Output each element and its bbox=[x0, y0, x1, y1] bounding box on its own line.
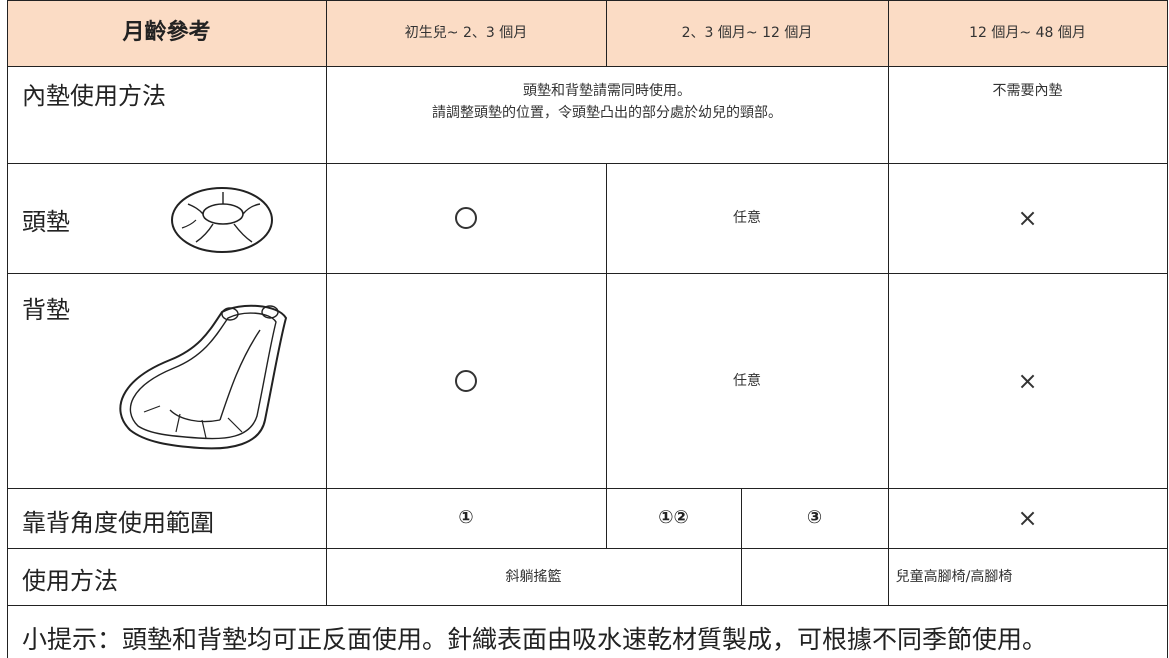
recline-infant-late: ③ bbox=[806, 507, 823, 528]
back-pad-toddler-mark: × bbox=[1017, 366, 1038, 395]
row-label-recline-range: 靠背角度使用範圍 bbox=[22, 509, 214, 537]
row-label-back-pad: 背墊 bbox=[22, 296, 70, 324]
header-col-toddler: 12 個月~ 48 個月 bbox=[969, 25, 1086, 41]
circle-mark-icon bbox=[455, 207, 477, 229]
recline-toddler-mark: × bbox=[1017, 504, 1038, 532]
header-col-infant: 2、3 個月~ 12 個月 bbox=[681, 25, 813, 41]
row-label-usage: 使用方法 bbox=[22, 567, 118, 595]
insert-method-instructions: 頭墊和背墊請需同時使用。 請調整頭墊的位置，令頭墊凸出的部分處於幼兒的頸部。 bbox=[432, 83, 782, 121]
recline-newborn: ① bbox=[458, 507, 474, 528]
usage-high-chair: 兒童高腳椅/高腳椅 bbox=[895, 568, 1013, 585]
header-col-newborn: 初生兒~ 2、3 個月 bbox=[404, 25, 528, 41]
head-pad-infant-optional: 任意 bbox=[733, 210, 761, 226]
back-pad-illustration bbox=[110, 300, 300, 460]
usage-tip: 小提示：頭墊和背墊均可正反面使用。針織表面由吸水速乾材質製成，可根據不同季節使用… bbox=[22, 625, 1048, 654]
usage-cradle: 斜躺搖籃 bbox=[505, 568, 562, 585]
recline-infant-early: ①② bbox=[658, 507, 689, 528]
row-label-insert-method: 內墊使用方法 bbox=[22, 82, 166, 110]
row-label-head-pad: 頭墊 bbox=[22, 208, 70, 236]
back-pad-newborn-mark bbox=[326, 273, 606, 488]
back-pad-infant-optional: 任意 bbox=[733, 372, 761, 389]
head-pad-illustration bbox=[168, 180, 278, 260]
insert-not-needed: 不需要內墊 bbox=[992, 83, 1063, 99]
head-pad-toddler-mark: × bbox=[1017, 204, 1038, 232]
header-age-reference: 月齡參考 bbox=[122, 20, 211, 45]
header-row-background bbox=[7, 0, 1167, 66]
head-pad-newborn-mark bbox=[326, 163, 606, 273]
circle-mark-icon bbox=[455, 369, 477, 392]
